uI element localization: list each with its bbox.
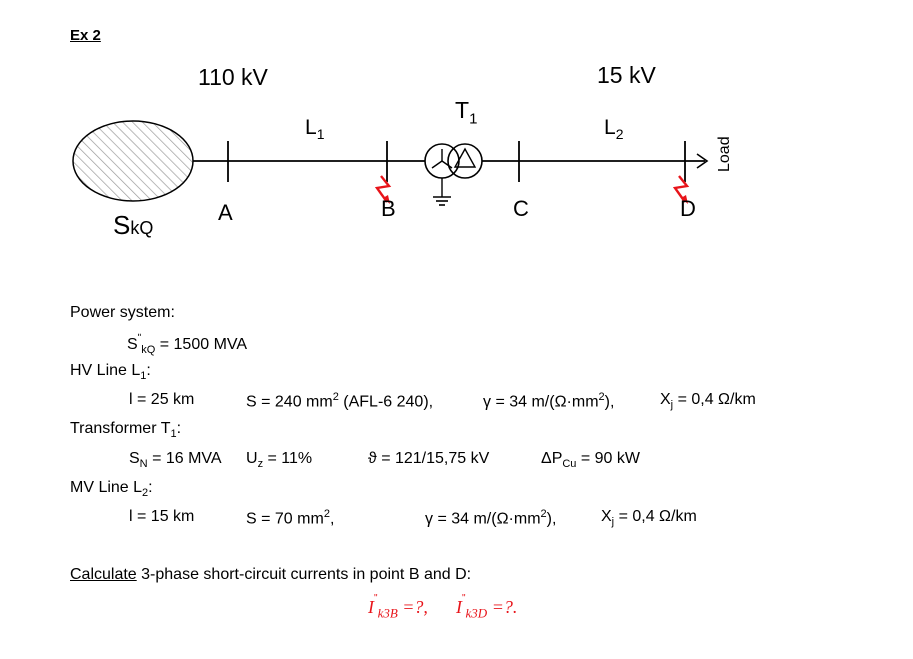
load-arrow-icon — [696, 153, 709, 169]
mv-line-length: l = 15 km — [129, 508, 195, 525]
transformer-symbol — [424, 143, 483, 179]
hv-voltage-label: 110 kV — [198, 64, 268, 90]
mv-line-heading: MV Line L2: — [70, 479, 153, 500]
point-c-label: C — [513, 196, 529, 221]
source-label: SkQ — [113, 210, 154, 240]
mv-line-reactance: Xj = 0,4 Ω/km — [601, 508, 697, 529]
power-system-heading: Power system: — [70, 304, 175, 321]
transformer-heading: Transformer T1: — [70, 420, 182, 441]
transformer-label: T1 — [455, 97, 478, 128]
transformer-rating: SN = 16 MVA — [129, 450, 222, 471]
fault-d-icon — [672, 175, 690, 203]
skq-value: SʺkQ = 1500 MVA — [127, 333, 248, 357]
ground-icon — [433, 178, 451, 206]
hv-line-section: S = 240 mm2 (AFL-6 240), — [246, 391, 434, 411]
hv-line-length: l = 25 km — [129, 391, 195, 408]
point-d-label: D — [680, 196, 696, 221]
line2-label: L2 — [604, 116, 624, 143]
transformer-ratio: ϑ = 121/15,75 kV — [368, 450, 490, 467]
network-source-ellipse — [72, 120, 194, 202]
hv-line-reactance: Xj = 0,4 Ω/km — [660, 391, 756, 412]
task-unknowns: I"k3B =?, I"k3D =?. — [368, 593, 518, 621]
mv-line-gamma: γ = 34 m/(Ω·mm2), — [425, 508, 557, 528]
exercise-title: Ex 2 — [70, 27, 101, 44]
load-label: Load — [716, 136, 733, 172]
line1-label: L1 — [305, 116, 325, 143]
transformer-losses: ΔPCu = 90 kW — [541, 450, 640, 471]
task-statement: Calculate 3-phase short-circuit currents… — [70, 566, 472, 583]
hv-line-heading: HV Line L1: — [70, 362, 151, 383]
mv-voltage-label: 15 kV — [597, 62, 656, 88]
point-b-label: B — [381, 196, 396, 221]
transformer-uz: Uz = 11% — [246, 450, 313, 471]
mv-line-section: S = 70 mm2, — [246, 508, 335, 528]
point-a-label: A — [218, 200, 233, 225]
hv-line-gamma: γ = 34 m/(Ω·mm2), — [483, 391, 615, 411]
fault-b-icon — [374, 175, 392, 203]
